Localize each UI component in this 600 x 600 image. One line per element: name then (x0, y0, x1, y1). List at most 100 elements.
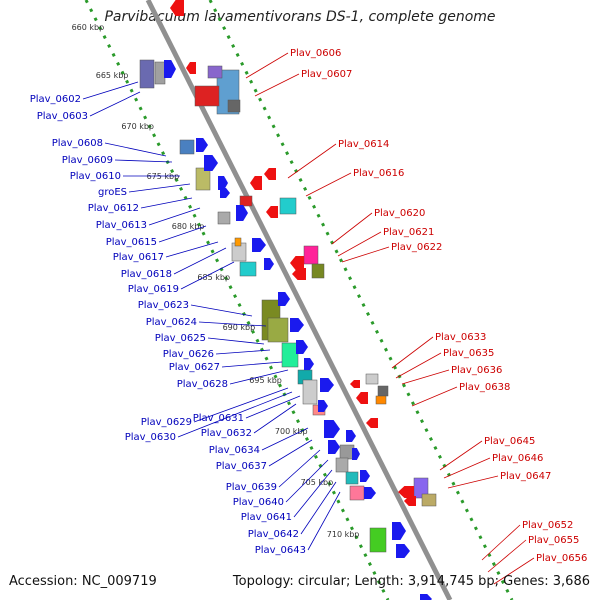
gene-label-left[interactable]: Plav_0629 (141, 417, 192, 428)
feature-block[interactable] (207, 65, 223, 79)
gene-label-right[interactable]: Plav_0633 (435, 332, 486, 343)
reverse-gene-arrow[interactable] (264, 168, 276, 180)
gene-label-left[interactable]: Plav_0609 (62, 155, 113, 166)
gene-label-right[interactable]: Plav_0636 (451, 365, 502, 376)
feature-block[interactable] (377, 385, 389, 397)
gene-label-right[interactable]: Plav_0620 (374, 208, 425, 219)
reverse-gene-arrow[interactable] (290, 256, 304, 270)
feature-block[interactable] (345, 471, 359, 485)
gene-label-left[interactable]: Plav_0641 (241, 512, 292, 523)
forward-gene-arrow[interactable] (352, 448, 360, 460)
gene-label-left[interactable]: Plav_0618 (121, 269, 172, 280)
forward-gene-arrow[interactable] (346, 430, 356, 442)
forward-gene-arrow[interactable] (364, 487, 376, 499)
feature-block[interactable] (365, 373, 379, 385)
gene-label-left[interactable]: Plav_0640 (233, 497, 284, 508)
gene-label-left[interactable]: Plav_0602 (30, 94, 81, 105)
gene-label-left[interactable]: Plav_0626 (163, 349, 214, 360)
gene-label-right[interactable]: Plav_0645 (484, 436, 535, 447)
reverse-gene-arrow[interactable] (250, 176, 262, 190)
gene-label-right[interactable]: Plav_0621 (383, 227, 434, 238)
gene-label-left[interactable]: Plav_0610 (70, 171, 121, 182)
gene-label-left[interactable]: Plav_0623 (138, 300, 189, 311)
feature-block[interactable] (239, 261, 257, 277)
forward-gene-arrow[interactable] (328, 440, 340, 454)
gene-label-right[interactable]: Plav_0606 (290, 48, 341, 59)
feature-block[interactable] (311, 263, 325, 279)
gene-label-left[interactable]: Plav_0631 (193, 413, 244, 424)
gene-label-left[interactable]: Plav_0634 (209, 445, 260, 456)
gene-label-left[interactable]: Plav_0624 (146, 317, 197, 328)
feature-block[interactable] (195, 167, 211, 191)
forward-gene-arrow[interactable] (220, 188, 230, 198)
feature-block[interactable] (375, 395, 387, 405)
forward-gene-arrow[interactable] (296, 340, 308, 354)
forward-gene-arrow[interactable] (360, 470, 370, 482)
forward-gene-arrow[interactable] (392, 522, 406, 540)
feature-block[interactable] (139, 59, 155, 89)
forward-gene-arrow[interactable] (304, 358, 314, 370)
feature-block[interactable] (369, 527, 387, 553)
gene-label-left[interactable]: groES (98, 187, 127, 198)
gene-label-left[interactable]: Plav_0615 (106, 237, 157, 248)
reverse-gene-arrow[interactable] (350, 380, 360, 388)
feature-block[interactable] (302, 379, 318, 405)
feature-block[interactable] (217, 211, 231, 225)
gene-label-left[interactable]: Plav_0603 (37, 111, 88, 122)
gene-label-left[interactable]: Plav_0630 (125, 432, 176, 443)
feature-block[interactable] (234, 237, 242, 247)
feature-block[interactable] (194, 85, 220, 107)
forward-gene-arrow[interactable] (320, 378, 334, 392)
gene-label-right[interactable]: Plav_0652 (522, 520, 573, 531)
gene-label-left[interactable]: Plav_0627 (169, 362, 220, 373)
gene-label-left[interactable]: Plav_0619 (128, 284, 179, 295)
forward-gene-arrow[interactable] (204, 155, 218, 171)
gene-label-left[interactable]: Plav_0632 (201, 428, 252, 439)
gene-label-right[interactable]: Plav_0635 (443, 348, 494, 359)
forward-gene-arrow[interactable] (196, 138, 208, 152)
reverse-gene-arrow[interactable] (404, 496, 416, 506)
reverse-gene-arrow[interactable] (398, 486, 414, 498)
gene-label-left[interactable]: Plav_0617 (113, 252, 164, 263)
forward-gene-arrow[interactable] (264, 258, 274, 270)
gene-label-left[interactable]: Plav_0642 (248, 529, 299, 540)
gene-label-left[interactable]: Plav_0625 (155, 333, 206, 344)
feature-block[interactable] (239, 195, 253, 207)
gene-label-left[interactable]: Plav_0628 (177, 379, 228, 390)
reverse-gene-arrow[interactable] (170, 0, 184, 16)
feature-block[interactable] (339, 444, 355, 460)
feature-block[interactable] (279, 197, 297, 215)
reverse-gene-arrow[interactable] (366, 418, 378, 428)
gene-label-right[interactable]: Plav_0638 (459, 382, 510, 393)
reverse-gene-arrow[interactable] (292, 268, 306, 280)
forward-gene-arrow[interactable] (252, 238, 266, 252)
reverse-gene-arrow[interactable] (356, 392, 368, 404)
gene-label-right[interactable]: Plav_0646 (492, 453, 543, 464)
forward-gene-arrow[interactable] (420, 594, 432, 600)
forward-gene-arrow[interactable] (164, 60, 176, 78)
feature-block[interactable] (154, 61, 166, 85)
gene-label-right[interactable]: Plav_0607 (301, 69, 352, 80)
feature-block[interactable] (267, 317, 289, 343)
gene-label-right[interactable]: Plav_0655 (528, 535, 579, 546)
gene-label-right[interactable]: Plav_0616 (353, 168, 404, 179)
gene-label-right[interactable]: Plav_0647 (500, 471, 551, 482)
forward-gene-arrow[interactable] (236, 205, 248, 221)
gene-label-left[interactable]: Plav_0637 (216, 461, 267, 472)
forward-gene-arrow[interactable] (396, 544, 410, 558)
reverse-gene-arrow[interactable] (186, 62, 196, 74)
gene-label-right[interactable]: Plav_0614 (338, 139, 389, 150)
gene-label-left[interactable]: Plav_0643 (255, 545, 306, 556)
forward-gene-arrow[interactable] (278, 292, 290, 306)
reverse-gene-arrow[interactable] (266, 206, 278, 218)
gene-label-right[interactable]: Plav_0622 (391, 242, 442, 253)
forward-gene-arrow[interactable] (218, 176, 228, 190)
gene-label-left[interactable]: Plav_0612 (88, 203, 139, 214)
forward-gene-arrow[interactable] (290, 318, 304, 332)
feature-block[interactable] (349, 485, 365, 501)
feature-block[interactable] (227, 99, 241, 113)
feature-block[interactable] (335, 457, 349, 473)
feature-block[interactable] (281, 342, 299, 368)
forward-gene-arrow[interactable] (318, 400, 328, 412)
